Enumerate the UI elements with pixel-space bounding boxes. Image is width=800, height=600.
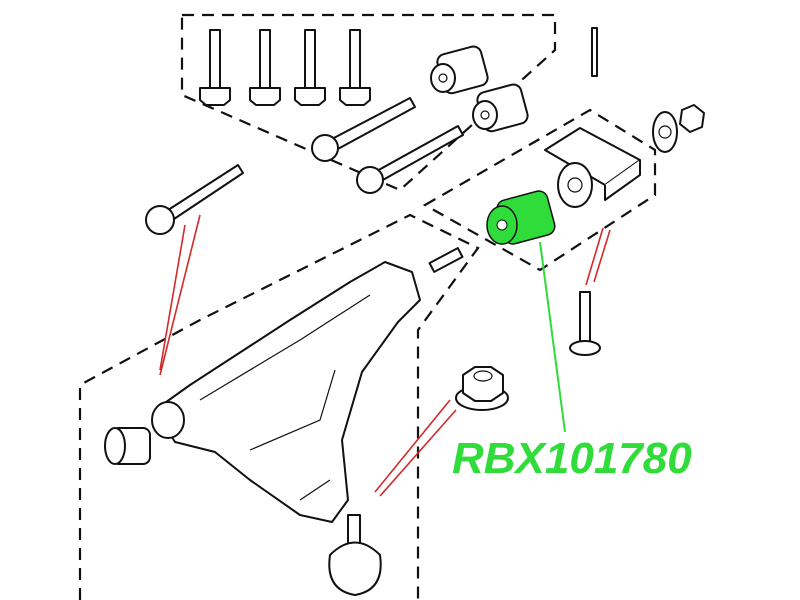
group-box-fasteners [180,13,557,192]
mounting-bracket [544,127,641,208]
group-box-control-arm [78,213,480,600]
highlighted-bushing [486,190,556,245]
flange-nut [455,366,509,411]
ball-joint [328,514,382,596]
green-leader-line [539,241,566,433]
bracket-bolt [569,291,601,356]
group-box-bushing-bracket [422,108,657,272]
pin [591,27,598,77]
bolt-set-vertical [199,29,371,106]
lower-control-arm [151,247,464,523]
bolt-set-diagonal [145,97,464,235]
washer-and-nut [652,104,705,153]
red-leader-lines [159,214,611,497]
bushing-pair [430,45,529,133]
arm-bushing [104,427,151,465]
part-number-label: RBX101780 [452,434,692,483]
